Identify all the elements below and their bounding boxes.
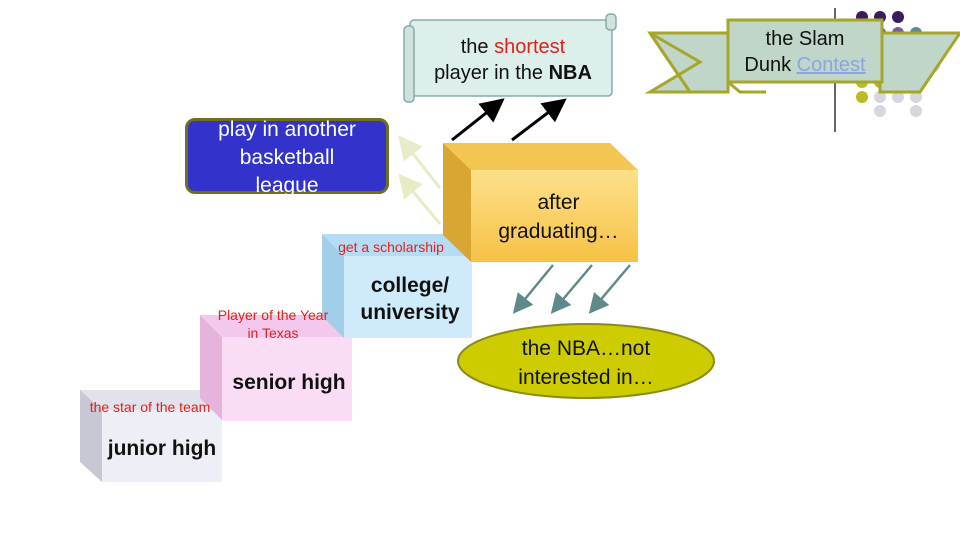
junior-high-label: junior high (107, 436, 217, 460)
after-line2: graduating… (498, 220, 619, 243)
league-line3: league (255, 174, 319, 197)
senior-high-label: senior high (232, 370, 346, 394)
league-line1: play in another (218, 118, 356, 141)
after-graduating-label: after graduating… (471, 188, 646, 246)
senior-note: Player of the Year in Texas (203, 306, 343, 342)
junior-note: the star of the team (89, 399, 211, 415)
senior-note-line1: Player of the Year (217, 307, 329, 323)
college-line1: college/ (370, 274, 450, 297)
scroll-line2-prefix: player in the (434, 62, 549, 84)
senior-note-line2: in Texas (247, 325, 299, 341)
league-line2: basketball (239, 146, 335, 169)
arrow-to-ellipse-3 (588, 264, 631, 314)
arrow-to-league-2 (398, 173, 442, 225)
banner-line2-prefix: Dunk (744, 54, 797, 76)
other-league-text: play in another basketball league (187, 116, 387, 200)
scroll-nba: NBA (548, 62, 592, 84)
nba-not-interested-text: the NBA…not interested in… (470, 334, 702, 392)
other-league-box (185, 118, 389, 194)
arrow-to-league-1 (398, 135, 442, 189)
arrow-to-shortest-1 (451, 98, 505, 142)
scroll-text: the shortest player in the NBA (416, 34, 610, 86)
after-line1: after (537, 191, 580, 214)
scroll-highlight: shortest (494, 36, 566, 58)
college-label: college/ university (346, 270, 474, 328)
arrow-to-ellipse-2 (550, 264, 593, 314)
contest-link[interactable]: Contest (796, 54, 866, 76)
ellipse-line1: the NBA…not (521, 337, 651, 360)
arrow-to-shortest-2 (511, 98, 567, 142)
college-note: get a scholarship (338, 239, 444, 255)
ellipse-line2: interested in… (518, 366, 654, 389)
banner-text: the Slam Dunk Contest (730, 26, 880, 78)
college-line2: university (360, 301, 460, 324)
scroll-line1-prefix: the (460, 36, 495, 58)
arrow-to-ellipse-1 (512, 264, 554, 314)
banner-line1: the Slam (765, 28, 845, 50)
